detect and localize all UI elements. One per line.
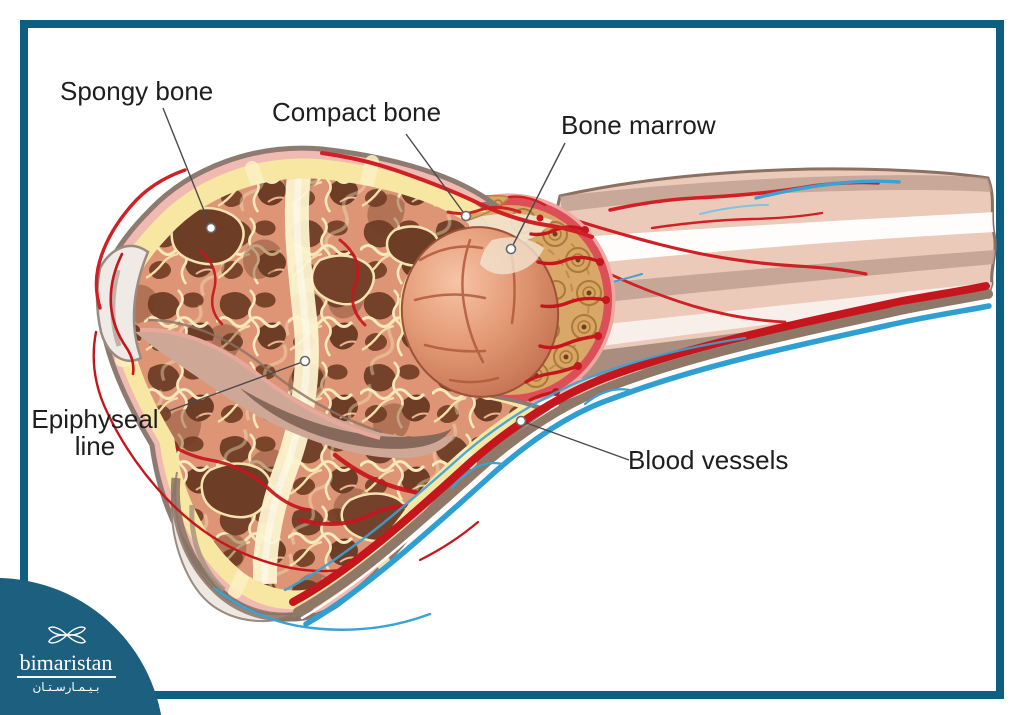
label-line-word: line (74, 431, 116, 461)
brand-name-arabic: بـيـمـارسـتـان (32, 680, 100, 694)
frame-border (20, 20, 1004, 699)
epiphyseal-line-band (252, 178, 319, 585)
label-blood-vessels: Blood vessels (628, 445, 789, 475)
blood-vessels (92, 151, 993, 631)
brand-name: bimaristan (19, 650, 113, 675)
crossed-leaves-icon (48, 626, 86, 644)
label-markers (205, 210, 527, 427)
label-spongy-bone: Spongy bone (60, 76, 214, 106)
brand-divider (17, 676, 116, 678)
label-bone-marrow: Bone marrow (561, 110, 716, 140)
label-compact-bone: Compact bone (272, 97, 442, 127)
leader-lines (162, 107, 630, 461)
label-epiphyseal-line: Epiphyseal line (14, 406, 176, 460)
bone-marrow-ball (400, 226, 560, 398)
label-epiphyseal-word: Epiphyseal (31, 404, 159, 434)
neck-fold (135, 318, 456, 459)
